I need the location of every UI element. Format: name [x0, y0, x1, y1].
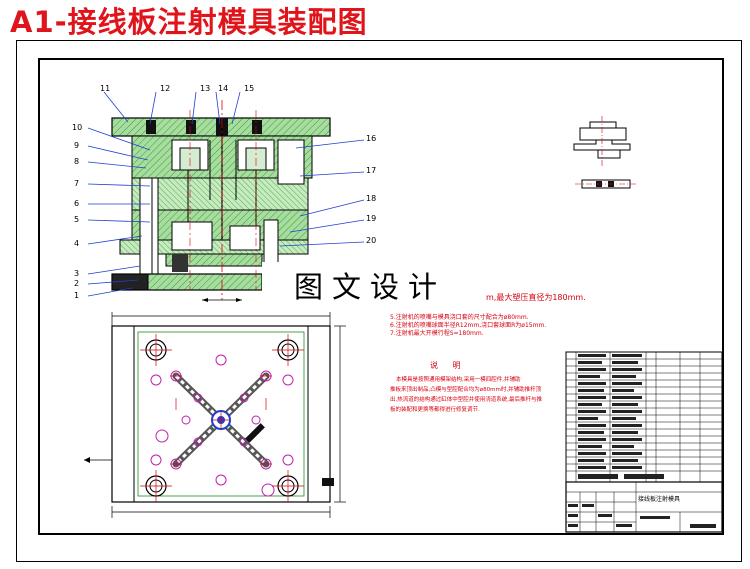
part-number-9: 9	[74, 141, 80, 150]
part-number-15: 15	[244, 84, 255, 93]
part-number-20: 20	[366, 236, 377, 245]
section-view	[111, 100, 331, 302]
part-number-10: 10	[72, 123, 83, 132]
part-number-11: 11	[100, 84, 111, 93]
plan-view	[84, 312, 346, 518]
notes-heading: 说 明	[430, 361, 467, 370]
watermark-box: 图文设计	[262, 262, 478, 308]
part-number-6: 6	[74, 199, 80, 208]
part-number-14: 14	[218, 84, 229, 93]
part-number-19: 19	[366, 214, 377, 223]
part-number-12: 12	[160, 84, 171, 93]
notes-paragraph-1: 本模具是按照通用模架结构,采用一模四腔件,并辅助	[396, 377, 521, 383]
part-leaders	[87, 91, 365, 297]
title-block	[565, 481, 723, 533]
page-title: A1-接线板注射模具装配图	[10, 5, 368, 39]
note-line-5: 5.注射机的喷嘴与模具浇口套的尺寸配合为ø80mm.	[390, 314, 529, 321]
title-block-name: 接线板注射模具	[638, 496, 681, 503]
part-number-3: 3	[74, 269, 80, 278]
notes-paragraph-2: 推板来顶出制品,凸模与型腔配合均为ø80mm时,并辅助推杆顶	[390, 387, 542, 393]
part-number-1: 1	[74, 291, 80, 300]
note-fragment: m,最大塑压直径为180mm.	[486, 293, 586, 302]
part-number-17: 17	[366, 166, 377, 175]
watermark-text: 图文设计	[293, 270, 446, 304]
part-number-2: 2	[74, 279, 80, 288]
drawing-sheet-border	[16, 40, 742, 562]
detail-views	[573, 116, 636, 189]
part-number-13: 13	[200, 84, 211, 93]
part-number-5: 5	[74, 215, 80, 224]
parts-list	[565, 351, 723, 483]
notes-paragraph-3: 出,热流道的结构通过缸体中型腔并使用浇道系统,最后推杆与推	[390, 397, 542, 403]
part-number-4: 4	[74, 239, 80, 248]
note-line-6: 6.注射机的喷嘴球面半径R12mm,浇口套球面R为ø15mm.	[390, 322, 547, 329]
drawing-frame	[38, 58, 724, 535]
part-number-18: 18	[366, 194, 377, 203]
note-line-7: 7.注射机最大开模行程S=180mm.	[390, 330, 484, 337]
part-number-8: 8	[74, 157, 80, 166]
notes-paragraph-4: 板的装配和更换等都得进行修复调节.	[390, 407, 480, 413]
part-number-16: 16	[366, 134, 377, 143]
part-number-7: 7	[74, 179, 80, 188]
